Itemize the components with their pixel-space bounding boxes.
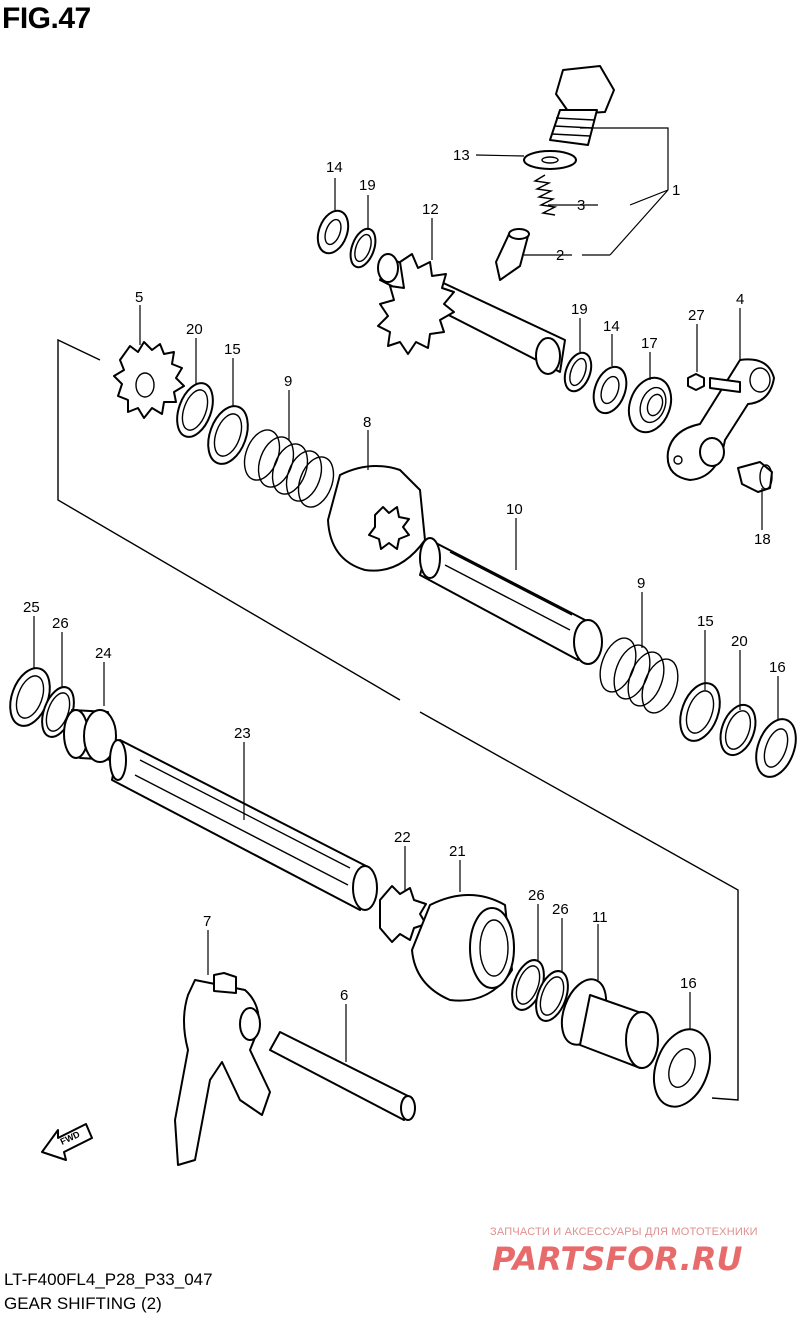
callout-26-lower-b: 26 <box>552 901 569 918</box>
part-gear-5 <box>113 341 185 419</box>
callout-19-upper: 19 <box>359 177 376 194</box>
part-washer-14-lower <box>592 365 628 415</box>
callout-18: 18 <box>754 531 771 548</box>
callout-6: 6 <box>340 987 348 1004</box>
part-shaft-23 <box>109 739 378 911</box>
part-circlip-19-lower <box>563 351 593 393</box>
part-washer-25 <box>9 667 51 727</box>
part-washer-15-lower <box>679 682 721 742</box>
part-bolt <box>549 65 615 146</box>
part-plate-22 <box>379 885 427 943</box>
part-bearing-17 <box>627 376 673 434</box>
part-nut-27 <box>687 373 705 391</box>
callout-14-upper: 14 <box>326 159 343 176</box>
part-shift-lever-4 <box>666 358 775 481</box>
callout-4: 4 <box>736 291 744 308</box>
part-spring-9-upper <box>243 429 335 508</box>
callout-8: 8 <box>363 414 371 431</box>
callout-3: 3 <box>577 197 585 214</box>
part-sleeve-10 <box>419 537 603 665</box>
callout-2: 2 <box>556 247 564 264</box>
callout-15-upper: 15 <box>224 341 241 358</box>
part-circlip-26-lower-a <box>511 959 545 1011</box>
callout-27: 27 <box>688 307 705 324</box>
callout-22: 22 <box>394 829 411 846</box>
callout-20-lower: 20 <box>731 633 748 650</box>
part-bushing-11 <box>560 978 659 1069</box>
part-washer-16-lower <box>652 1028 712 1108</box>
callout-25: 25 <box>23 599 40 616</box>
part-washer-14-upper <box>316 209 350 255</box>
callout-7: 7 <box>203 913 211 930</box>
figure-caption: GEAR SHIFTING (2) <box>4 1294 162 1313</box>
part-circlip-20-lower <box>719 703 757 757</box>
callout-9-upper: 9 <box>284 373 292 390</box>
part-cam-8 <box>327 465 426 572</box>
part-fork-shaft-6 <box>269 1031 416 1121</box>
figure-title: FIG.47 <box>2 2 91 35</box>
part-drum-21 <box>411 894 515 1002</box>
leader-lines <box>33 127 779 1062</box>
part-collar-24 <box>63 709 117 763</box>
part-circlip-19-upper <box>349 227 377 269</box>
part-circlip-20-upper <box>176 382 214 438</box>
part-shift-fork-7 <box>174 972 271 1166</box>
callout-11: 11 <box>592 909 608 926</box>
part-spring-3 <box>532 174 558 216</box>
part-washer-13 <box>523 150 577 170</box>
figure-code: LT-F400FL4_P28_P33_047 <box>4 1270 213 1289</box>
watermark-logo: PARTSFOR.RU <box>492 1240 742 1278</box>
part-washer-16-upper <box>755 718 797 778</box>
callout-20-upper: 20 <box>186 321 203 338</box>
callout-12: 12 <box>422 201 439 218</box>
part-spring-9-lower <box>599 637 679 714</box>
callout-23: 23 <box>234 725 251 742</box>
callout-17: 17 <box>641 335 658 352</box>
callout-13: 13 <box>453 147 470 164</box>
part-pin-2 <box>495 228 530 281</box>
callout-26-lower-a: 26 <box>528 887 545 904</box>
callout-numbers: 1 2 3 4 5 6 7 8 9 9 10 11 12 13 14 14 15… <box>23 147 786 1004</box>
callout-21: 21 <box>449 843 466 860</box>
watermark-tagline: ЗАПЧАСТИ И АКСЕССУАРЫ ДЛЯ МОТОТЕХНИКИ <box>490 1226 758 1238</box>
watermark-logo-text: PARTSFOR.RU <box>492 1240 742 1278</box>
callout-16-upper: 16 <box>769 659 786 676</box>
fwd-arrow-icon: FWD <box>41 1123 93 1161</box>
callout-15-lower: 15 <box>697 613 714 630</box>
part-bolt-18 <box>737 461 773 493</box>
callout-24: 24 <box>95 645 112 662</box>
assembly-outline <box>57 338 739 1101</box>
callout-5: 5 <box>135 289 143 306</box>
callout-14-lower: 14 <box>603 318 620 335</box>
callout-26-left: 26 <box>52 615 69 632</box>
part-circlip-26-lower-b <box>535 970 569 1022</box>
callout-9-lower: 9 <box>637 575 645 592</box>
part-shift-shaft-12 <box>377 253 566 375</box>
callout-1: 1 <box>672 182 680 199</box>
part-washer-15-upper <box>207 405 249 465</box>
callout-10: 10 <box>506 501 523 518</box>
callout-19-lower: 19 <box>571 301 588 318</box>
callout-16-lower: 16 <box>680 975 697 992</box>
